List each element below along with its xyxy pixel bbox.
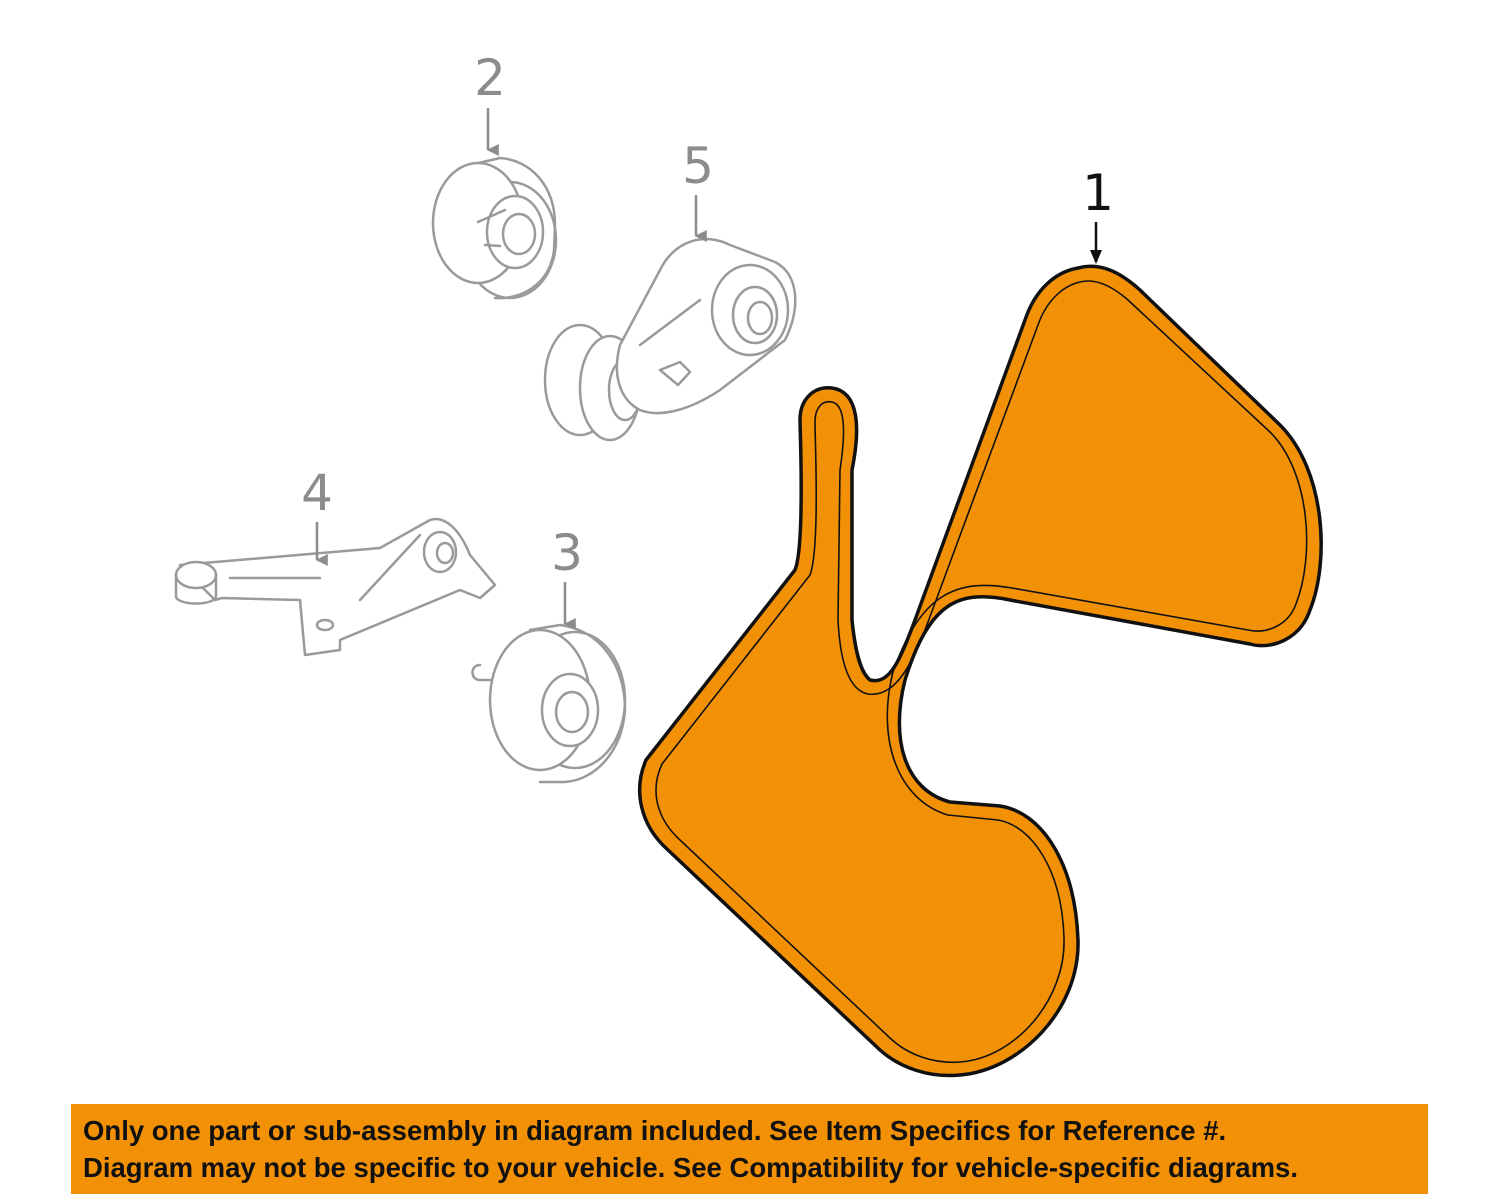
- callout-4: 4: [301, 464, 333, 522]
- bracket-part-4: [174, 517, 497, 657]
- belt-part-1: [638, 264, 1323, 1078]
- leader-arrowhead-1: [1090, 250, 1102, 264]
- parts-diagram: 2 5 1 4 3: [174, 49, 1323, 1078]
- disclaimer-line-2: Diagram may not be specific to your vehi…: [83, 1152, 1298, 1183]
- callout-2: 2: [474, 49, 506, 107]
- callout-3: 3: [551, 524, 583, 582]
- disclaimer-line-1: Only one part or sub-assembly in diagram…: [83, 1115, 1227, 1146]
- disclaimer-banner: Only one part or sub-assembly in diagram…: [71, 1104, 1428, 1194]
- callout-5: 5: [682, 137, 714, 195]
- tensioner-part-5: [543, 237, 797, 442]
- callout-1: 1: [1082, 164, 1114, 222]
- idler-pulley-part-2: [431, 156, 558, 300]
- idler-pulley-part-3: [471, 623, 627, 784]
